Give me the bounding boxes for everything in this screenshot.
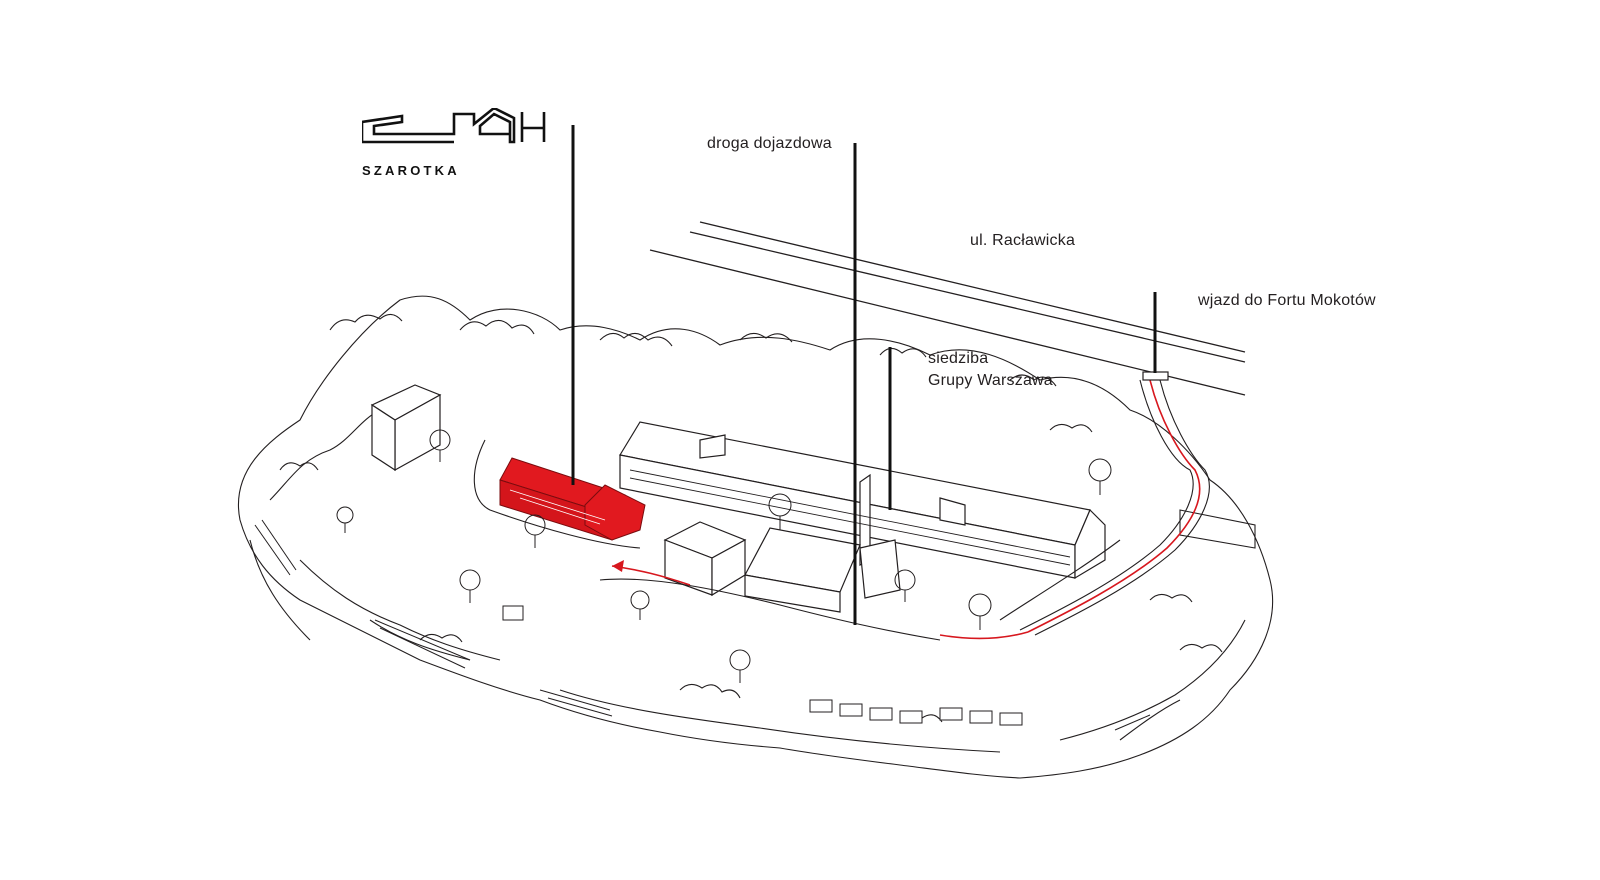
logo-name: SZAROTKA — [362, 163, 460, 178]
label-hq-line1: siedziba — [928, 350, 989, 367]
access-road — [473, 379, 1256, 641]
entrance-gate — [1142, 371, 1169, 381]
leader-lines — [571, 125, 1157, 625]
label-hq-line2: Grupy Warszawa — [928, 372, 1053, 389]
trees — [336, 429, 1112, 683]
szarotka-logo: SZAROTKA — [362, 108, 562, 184]
house-outline-logo-icon — [362, 108, 546, 144]
slope-hatching — [254, 519, 1151, 731]
lower-buildings — [663, 521, 901, 613]
label-street: ul. Racławicka — [970, 232, 1076, 249]
label-road: droga dojazdowa — [707, 135, 832, 152]
highlighted-building-wing — [584, 484, 646, 541]
main-building-windows — [629, 469, 1071, 566]
bottom-houses — [502, 605, 1023, 726]
label-entrance: wjazd do Fortu Mokotów — [1198, 292, 1376, 309]
highlighted-building-windows — [509, 489, 606, 525]
left-hill-building — [370, 384, 442, 472]
route-arrow-icon — [612, 560, 624, 572]
tree-canopy-outline — [237, 295, 1274, 779]
